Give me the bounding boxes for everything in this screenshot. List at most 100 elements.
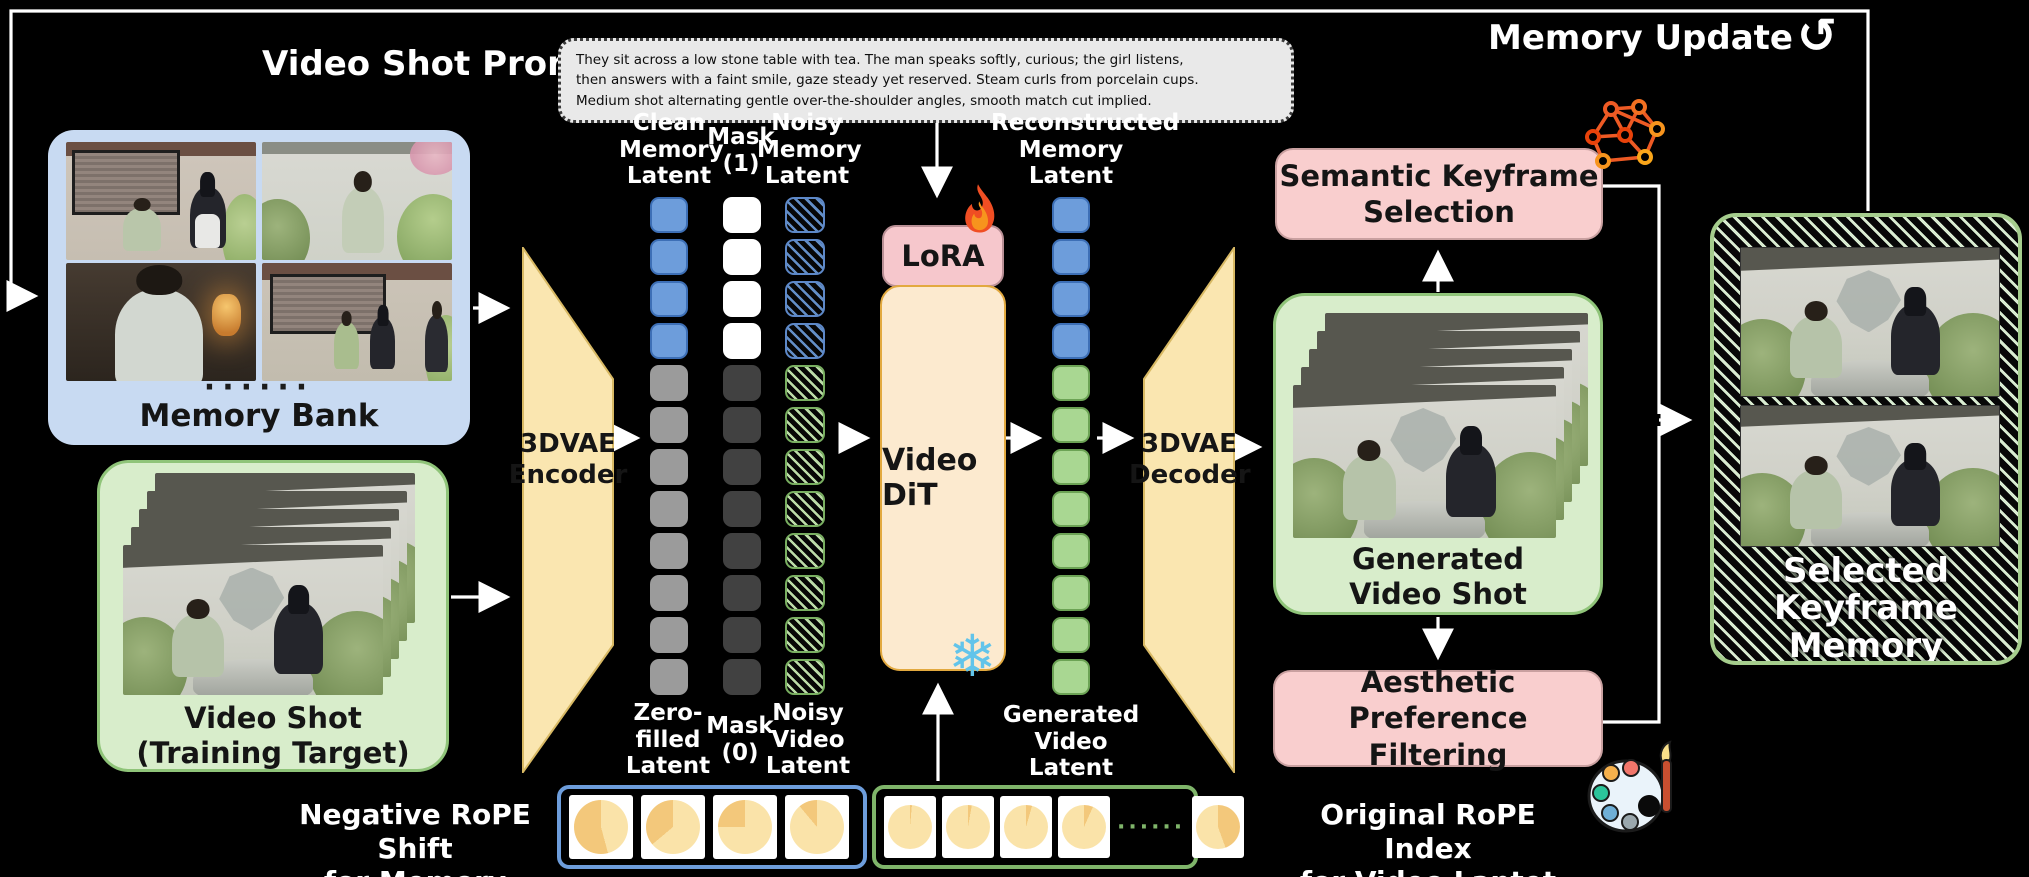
latent-token-dark: [723, 449, 761, 485]
selected-keyframe-memory-box: Selected Keyframe Memory: [1710, 213, 2022, 665]
latent-token-green: [1052, 659, 1090, 695]
video-frame: [262, 142, 452, 260]
latent-token-gray: [650, 659, 688, 695]
video-frame: [66, 263, 256, 381]
latent-token-hgreen: [785, 575, 825, 611]
latent-token-green: [1052, 365, 1090, 401]
latent-token-blue: [650, 281, 688, 317]
latent-token-white: [723, 281, 761, 317]
latent-token-dark: [723, 491, 761, 527]
rope-pie-cell: [713, 795, 777, 859]
reconstructed-latent-column: [1052, 197, 1090, 695]
latent-token-green: [1052, 575, 1090, 611]
memory-rope-box: [557, 785, 867, 869]
encoder-label: 3DVAE Encoder: [508, 429, 628, 490]
latent-token-blue: [1052, 323, 1090, 359]
palette-icon: [1587, 740, 1672, 833]
generated-video-latent-label: Generated Video Latent: [1002, 702, 1140, 782]
video-frame: [1740, 247, 2000, 397]
latent-token-gray: [650, 407, 688, 443]
latent-token-dark: [723, 575, 761, 611]
rope-pie-cell: [942, 796, 994, 858]
rope-pie-cell: [1192, 796, 1245, 858]
memory-bank-box: ······ Memory Bank: [48, 130, 470, 445]
latent-token-blue: [650, 323, 688, 359]
snowflake-icon: ❄: [948, 622, 997, 690]
zero-filled-latent-label: Zero- filled Latent: [625, 700, 711, 780]
refresh-icon: ↺: [1797, 8, 1838, 64]
latent-token-hgreen: [785, 533, 825, 569]
rope-pie: [1062, 805, 1106, 849]
noisy-memory-latent-label: Noisy Memory Latent: [757, 110, 862, 190]
latent-token-dark: [723, 407, 761, 443]
latent-token-hgreen: [785, 449, 825, 485]
latent-token-hgreen: [785, 491, 825, 527]
video-frame-stack: [1293, 313, 1599, 539]
latent-token-hgreen: [785, 659, 825, 695]
latent-token-gray: [650, 491, 688, 527]
rope-pie: [888, 805, 932, 849]
latent-token-green: [1052, 407, 1090, 443]
selected-keyframe-memory-label: Selected Keyframe Memory: [1774, 551, 1958, 665]
decoder-label: 3DVAE Decoder: [1129, 429, 1251, 490]
latent-token-green: [1052, 617, 1090, 653]
memory-update-label: Memory Update: [1488, 18, 1793, 58]
latent-token-hblue: [785, 323, 825, 359]
semantic-keyframe-selection-module: Semantic Keyframe Selection: [1275, 148, 1603, 240]
video-frame: [66, 142, 256, 260]
rope-pie: [946, 805, 990, 849]
latent-token-gray: [650, 617, 688, 653]
latent-token-blue: [1052, 197, 1090, 233]
rope-pie-cell: [884, 796, 936, 858]
latent-token-green: [1052, 491, 1090, 527]
video-rope-box: ······: [872, 785, 1245, 869]
latent-token-blue: [1052, 239, 1090, 275]
lora-label: LoRA: [901, 239, 985, 273]
rope-pie-cell: [641, 795, 705, 859]
generated-video-shot-label: Generated Video Shot: [1349, 542, 1527, 611]
aesthetic-preference-filtering-module: Aesthetic Preference Filtering: [1273, 665, 1603, 772]
latent-token-dark: [723, 617, 761, 653]
reconstructed-memory-latent-label: Reconstructed Memory Latent: [991, 110, 1180, 190]
encoder-trapezoid-shape: [522, 244, 614, 776]
rope-pie-cell: [1058, 796, 1110, 858]
rope-pie-cell: [785, 795, 849, 859]
latent-token-gray: [650, 449, 688, 485]
noisy-video-latent-label: Noisy Video Latent: [765, 700, 851, 780]
graph-network-icon: [1585, 99, 1665, 169]
rope-pie: [1196, 805, 1241, 849]
ellipsis-dots: ······: [1117, 814, 1186, 840]
latent-token-gray: [650, 365, 688, 401]
negative-rope-shift-label: Negative RoPE Shift for Memory Lantet: [299, 798, 531, 877]
latent-token-dark: [723, 533, 761, 569]
rope-pie: [790, 800, 844, 854]
latent-token-green: [1052, 449, 1090, 485]
latent-token-hblue: [785, 281, 825, 317]
fire-icon: [965, 184, 995, 233]
latent-token-white: [723, 323, 761, 359]
memory-bank-label: Memory Bank: [139, 398, 379, 434]
latent-token-hblue: [785, 239, 825, 275]
video-frame: [123, 545, 383, 695]
latent-token-dark: [723, 659, 761, 695]
latent-token-blue: [650, 197, 688, 233]
decoder-trapezoid-shape: [1143, 244, 1235, 776]
video-frame-stack: [123, 473, 425, 697]
video-frame: [1740, 405, 2000, 547]
latent-token-hgreen: [785, 617, 825, 653]
video-frame: [1293, 385, 1556, 538]
latent-token-dark: [723, 365, 761, 401]
semantic-to-selected-line: [1603, 184, 1661, 414]
rope-pie: [1004, 805, 1048, 849]
latent-token-hgreen: [785, 407, 825, 443]
latent-token-gray: [650, 533, 688, 569]
latent-token-hblue: [785, 197, 825, 233]
latent-token-hgreen: [785, 365, 825, 401]
rope-pie: [646, 800, 700, 854]
rope-pie: [574, 800, 628, 854]
rope-pie-cell: [569, 795, 633, 859]
clean-memory-latent-column: [650, 197, 688, 695]
video-dit-label: Video DiT: [882, 443, 978, 513]
mask0-label: Mask (0): [706, 713, 774, 766]
